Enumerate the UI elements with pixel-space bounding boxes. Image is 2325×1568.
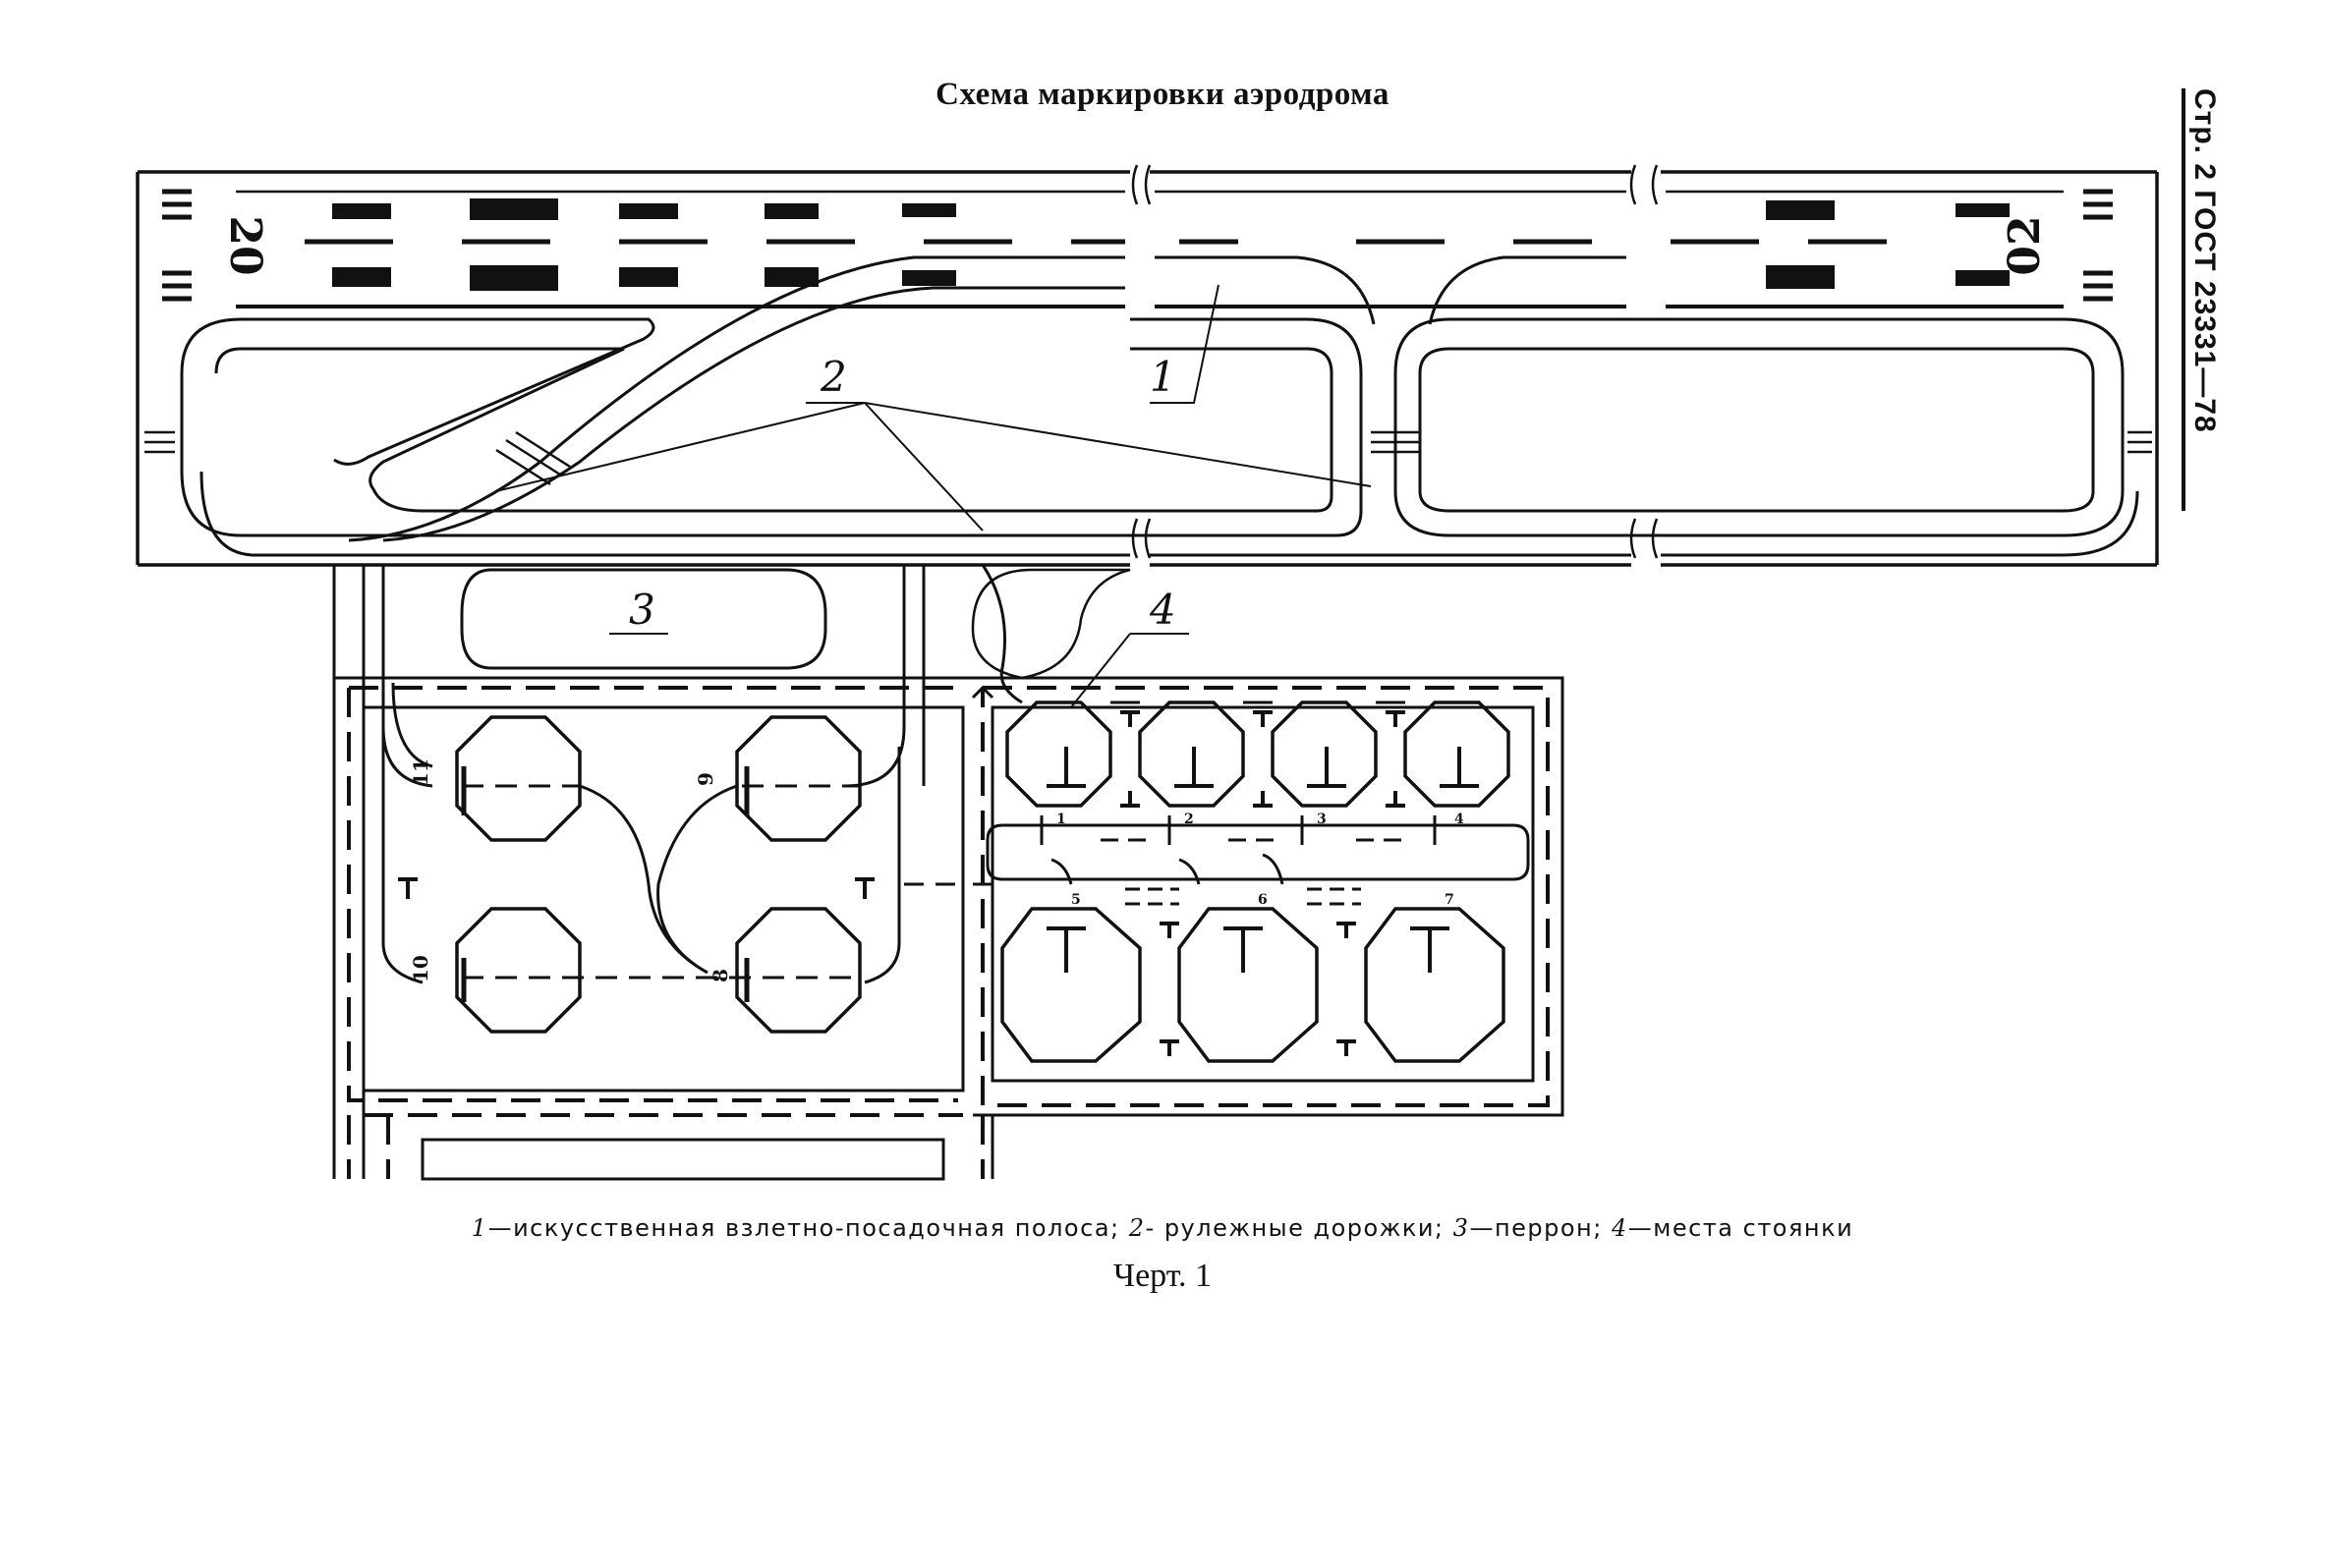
legend-text-4: —места стоянки	[1627, 1214, 1854, 1242]
legend-num-3: 3	[1452, 1214, 1470, 1242]
figure-label: Черт. 1	[1112, 1258, 1213, 1294]
stand-number-11: 11	[409, 758, 432, 786]
legend-num-4: 4	[1611, 1214, 1628, 1242]
stand-number-8: 8	[709, 969, 732, 982]
callout-1: 1	[1150, 353, 1176, 401]
legend-num-1: 1	[471, 1214, 488, 1242]
stand-number-1: 1	[1056, 812, 1066, 827]
stand-number-4: 4	[1454, 812, 1464, 827]
apron-access-taxiways	[332, 564, 1131, 1179]
callout-4: 4	[1149, 586, 1176, 634]
high-speed-exit	[144, 255, 2152, 542]
callout-lines	[495, 284, 1372, 708]
stand-number-9: 9	[694, 772, 717, 786]
runway-designator-east: 02	[2000, 215, 2050, 275]
callout-3: 3	[629, 586, 655, 634]
legend-num-2: 2	[1128, 1214, 1146, 1242]
apron	[334, 676, 1564, 1181]
runway-designator-west: 20	[220, 215, 270, 275]
runway	[136, 164, 2159, 567]
stand-number-6: 6	[1258, 892, 1268, 908]
parallel-taxiway	[180, 317, 2139, 557]
legend-text-2: - рулежные дорожки;	[1145, 1214, 1445, 1242]
stand-number-5: 5	[1071, 892, 1081, 908]
stand-number-2: 2	[1184, 812, 1194, 827]
legend-text-1: —искусственная взлетно-посадочная полоса…	[487, 1214, 1120, 1242]
legend-caption: 1—искусственная взлетно-посадочная полос…	[0, 1214, 2325, 1242]
stands-remote	[971, 685, 1530, 1063]
stands-terminal	[455, 715, 862, 1034]
runway-touchdown-marks	[332, 198, 2010, 291]
stand-number-7: 7	[1445, 892, 1454, 908]
page-title: Схема маркировки аэродрома	[936, 77, 1389, 112]
callout-2: 2	[820, 353, 847, 401]
legend-text-3: —перрон;	[1469, 1214, 1603, 1242]
side-header-rule	[2182, 88, 2185, 511]
side-header: Стр. 2 ГОСТ 23331—78	[2182, 88, 2260, 521]
stand-number-10: 10	[409, 955, 432, 982]
stand-number-3: 3	[1317, 812, 1327, 827]
